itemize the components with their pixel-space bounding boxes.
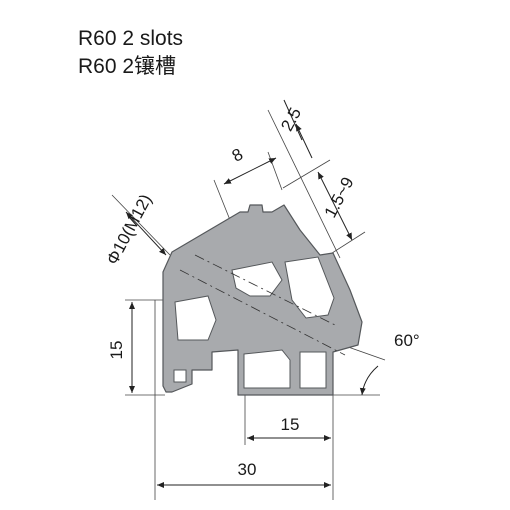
bore-centerline-2 xyxy=(194,254,336,326)
bottom-left-notch xyxy=(173,369,187,383)
ext-slot-a xyxy=(213,179,231,221)
dim-slot-depth-label: 1.5~9 xyxy=(321,174,358,221)
dim-arrow-top-offset xyxy=(295,123,313,159)
dim-angle-label: 60° xyxy=(394,331,420,350)
ext-slot-b xyxy=(267,151,283,191)
dim-arc-angle xyxy=(359,365,379,396)
dim-top-offset-label: 2.5 xyxy=(277,105,305,135)
title-cn: R60 2镶槽 xyxy=(78,55,177,78)
dim-slot-width-label: 8 xyxy=(229,145,246,166)
dim-line-bore xyxy=(125,211,167,256)
dim-line-slot-width xyxy=(223,157,277,185)
bore-centerline xyxy=(179,269,346,356)
bottom-slot xyxy=(243,349,291,389)
dim-line-slot-depth xyxy=(317,171,353,241)
dim-bore-label: Φ10(M12) xyxy=(103,191,156,268)
right-slot xyxy=(299,351,327,389)
ext-depth-a xyxy=(282,159,331,189)
dim-line-top-offset xyxy=(283,99,303,141)
title-en: R60 2 slots xyxy=(78,27,184,50)
dim-height-label: 15 xyxy=(107,341,126,360)
upper-cavity xyxy=(231,261,283,297)
dim-total-width-label: 30 xyxy=(238,460,257,479)
profile-body xyxy=(162,204,363,396)
left-cavity xyxy=(174,295,217,341)
angled-slot xyxy=(284,256,335,319)
dim-half-width-label: 15 xyxy=(281,415,300,434)
